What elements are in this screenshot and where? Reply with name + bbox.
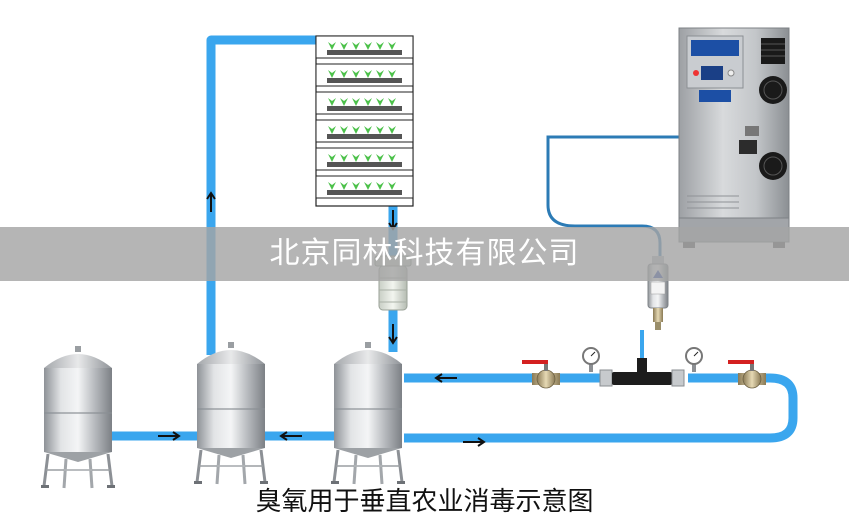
return-loop-pipe [404, 373, 798, 443]
cooling-fan-top [761, 38, 785, 64]
pressure-gauge-right [685, 347, 703, 373]
storage-tank-middle [192, 340, 270, 486]
storage-tank-left [39, 344, 117, 490]
pressure-gauge-left [582, 347, 600, 373]
cooling-fan-lower [759, 152, 787, 180]
watermark-company-name: 北京同林科技有限公司 [269, 236, 580, 271]
venturi-injector [599, 358, 685, 387]
ozone-generator-machine [678, 27, 790, 248]
storage-tank-right [329, 340, 407, 486]
watermark-band [0, 227, 849, 281]
diagram-caption: 臭氧用于垂直农业消毒示意图 [255, 487, 594, 517]
cooling-fan-upper [759, 76, 787, 104]
vertical-farm-rack [315, 35, 414, 207]
riser-pipe [206, 35, 320, 355]
